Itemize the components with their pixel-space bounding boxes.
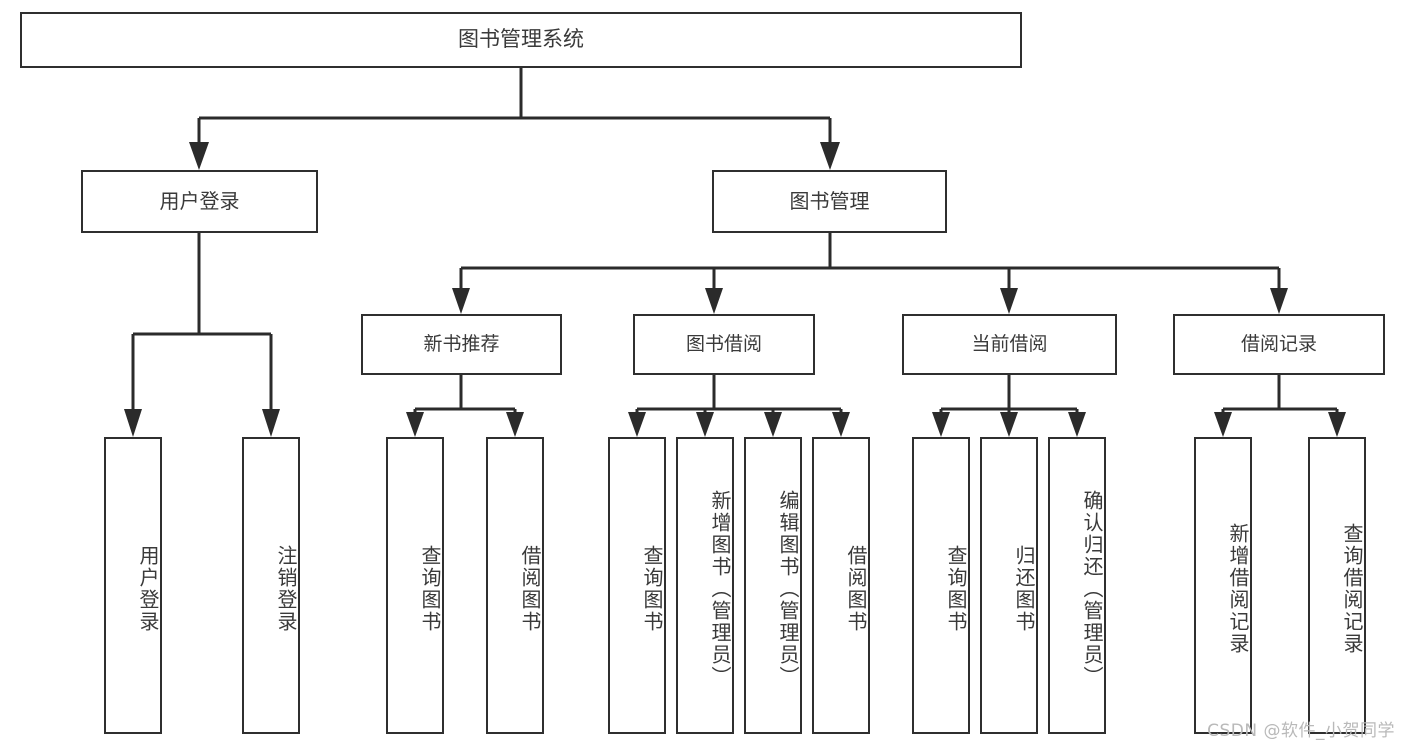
- arrow-recommend-leaf-1: [406, 412, 424, 437]
- node-user-login-label: 用户登录: [159, 189, 240, 214]
- arrow-leaf-user-login: [124, 409, 142, 437]
- node-leaf-record-query-record-label: 查询借阅记录: [1340, 522, 1364, 655]
- arrow-root-to-user-login: [189, 142, 209, 170]
- arrow-borrow-leaf-2: [696, 412, 714, 437]
- node-leaf-recommend-query-book-label: 查询图书: [418, 544, 442, 633]
- node-leaf-current-return-book[interactable]: 归还图书: [980, 437, 1038, 734]
- node-leaf-record-add-record-label: 新增借阅记录: [1226, 522, 1250, 655]
- arrow-current-leaf-1: [932, 412, 950, 437]
- node-leaf-recommend-borrow-book-label: 借阅图书: [518, 544, 542, 633]
- arrow-borrow-leaf-1: [628, 412, 646, 437]
- node-root-label: 图书管理系统: [458, 27, 584, 52]
- arrow-borrow-leaf-4: [832, 412, 850, 437]
- node-leaf-record-add-record[interactable]: 新增借阅记录: [1194, 437, 1252, 734]
- node-leaf-current-confirm-return-admin[interactable]: 确认归还（管理员）: [1048, 437, 1106, 734]
- node-borrow-record-label: 借阅记录: [1240, 332, 1317, 355]
- arrow-current-leaf-3: [1068, 412, 1086, 437]
- node-user-login[interactable]: 用户登录: [81, 170, 318, 233]
- node-book-borrow[interactable]: 图书借阅: [633, 314, 815, 375]
- node-leaf-current-confirm-return-admin-label: 确认归还（管理员）: [1080, 489, 1104, 688]
- node-leaf-user-login-label: 用户登录: [136, 544, 160, 633]
- arrow-current-leaf-2: [1000, 412, 1018, 437]
- arrow-bm-to-borrow: [705, 288, 723, 314]
- node-leaf-borrow-borrow-book-label: 借阅图书: [844, 544, 868, 633]
- node-leaf-borrow-query-book-label: 查询图书: [640, 544, 664, 633]
- arrow-record-leaf-2: [1328, 412, 1346, 437]
- node-current-borrow[interactable]: 当前借阅: [902, 314, 1117, 375]
- node-borrow-record[interactable]: 借阅记录: [1173, 314, 1385, 375]
- arrow-root-to-book-mgmt: [820, 142, 840, 170]
- node-leaf-borrow-query-book[interactable]: 查询图书: [608, 437, 666, 734]
- node-leaf-borrow-add-book-admin-label: 新增图书（管理员）: [708, 489, 732, 688]
- arrow-bm-to-recommend: [452, 288, 470, 314]
- node-leaf-record-query-record[interactable]: 查询借阅记录: [1308, 437, 1366, 734]
- node-book-management[interactable]: 图书管理: [712, 170, 947, 233]
- node-book-management-label: 图书管理: [789, 189, 870, 214]
- csdn-watermark: CSDN @软件_小贺同学: [1207, 721, 1395, 741]
- node-leaf-borrow-add-book-admin[interactable]: 新增图书（管理员）: [676, 437, 734, 734]
- arrow-recommend-leaf-2: [506, 412, 524, 437]
- arrow-leaf-logout-login: [262, 409, 280, 437]
- node-leaf-current-return-book-label: 归还图书: [1012, 544, 1036, 633]
- node-leaf-logout-login[interactable]: 注销登录: [242, 437, 300, 734]
- node-new-book-recommend[interactable]: 新书推荐: [361, 314, 562, 375]
- node-leaf-recommend-borrow-book[interactable]: 借阅图书: [486, 437, 544, 734]
- node-leaf-current-query-book-label: 查询图书: [944, 544, 968, 633]
- arrow-record-leaf-1: [1214, 412, 1232, 437]
- node-leaf-current-query-book[interactable]: 查询图书: [912, 437, 970, 734]
- arrow-borrow-leaf-3: [764, 412, 782, 437]
- node-current-borrow-label: 当前借阅: [971, 332, 1048, 355]
- node-new-book-recommend-label: 新书推荐: [423, 332, 500, 355]
- node-book-borrow-label: 图书借阅: [685, 332, 762, 355]
- node-leaf-user-login[interactable]: 用户登录: [104, 437, 162, 734]
- node-leaf-borrow-borrow-book[interactable]: 借阅图书: [812, 437, 870, 734]
- arrow-bm-to-current: [1000, 288, 1018, 314]
- node-root-book-management-system[interactable]: 图书管理系统: [20, 12, 1022, 68]
- node-leaf-recommend-query-book[interactable]: 查询图书: [386, 437, 444, 734]
- arrow-bm-to-record: [1270, 288, 1288, 314]
- node-leaf-logout-login-label: 注销登录: [274, 544, 298, 633]
- node-leaf-borrow-edit-book-admin[interactable]: 编辑图书（管理员）: [744, 437, 802, 734]
- node-leaf-borrow-edit-book-admin-label: 编辑图书（管理员）: [776, 489, 800, 688]
